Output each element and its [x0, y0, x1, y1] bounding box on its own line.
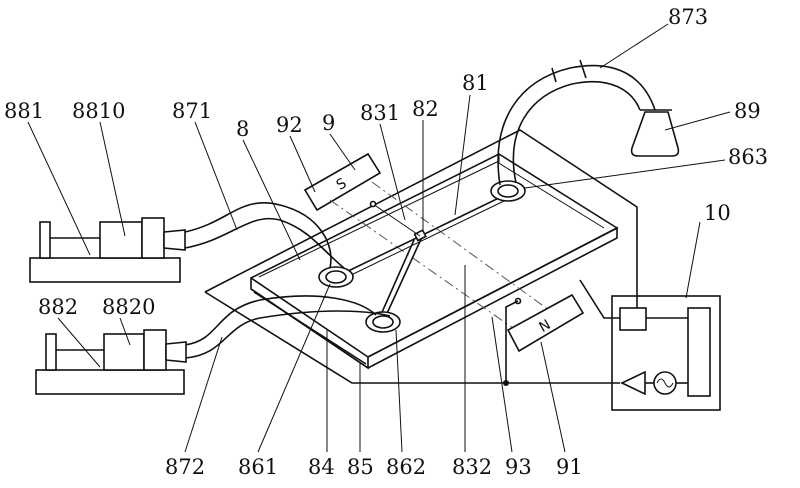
label-862: 862	[386, 455, 426, 479]
syringe-pump-882	[35, 329, 187, 395]
label-8: 8	[236, 117, 249, 141]
holes	[318, 180, 526, 333]
label-84: 84	[308, 455, 335, 479]
label-8810: 8810	[72, 99, 125, 123]
collection-flask	[630, 109, 680, 157]
control-unit	[579, 279, 721, 411]
label-873: 873	[668, 5, 708, 29]
label-92: 92	[276, 113, 303, 137]
label-10: 10	[704, 201, 731, 225]
base-sheet	[204, 129, 638, 384]
label-93: 93	[505, 455, 532, 479]
magnet-south: S	[303, 152, 382, 212]
syringe-pump-881	[29, 217, 186, 283]
tube-871	[184, 202, 345, 269]
label-872: 872	[165, 455, 205, 479]
label-82: 82	[412, 97, 439, 121]
label-881: 881	[4, 99, 44, 123]
tube-872	[184, 295, 391, 359]
field-lines	[329, 181, 561, 341]
label-8820: 8820	[102, 295, 155, 319]
label-9: 9	[322, 111, 335, 135]
microfluidic-chip	[250, 153, 619, 370]
label-832: 832	[452, 455, 492, 479]
label-85: 85	[347, 455, 374, 479]
tube-873	[497, 59, 656, 186]
label-91: 91	[556, 455, 583, 479]
label-831: 831	[360, 101, 400, 125]
leader-lines	[27, 23, 731, 453]
label-871: 871	[172, 99, 212, 123]
channel	[339, 194, 507, 321]
label-81: 81	[462, 71, 489, 95]
magnet-north: N	[506, 293, 585, 353]
label-863: 863	[728, 145, 768, 169]
reference-labels: 873 89 881 8810 871 8 92 9 831 82 81 863…	[4, 5, 768, 479]
label-882: 882	[38, 295, 78, 319]
label-861: 861	[238, 455, 278, 479]
label-89: 89	[734, 99, 761, 123]
electrodes	[369, 200, 522, 386]
